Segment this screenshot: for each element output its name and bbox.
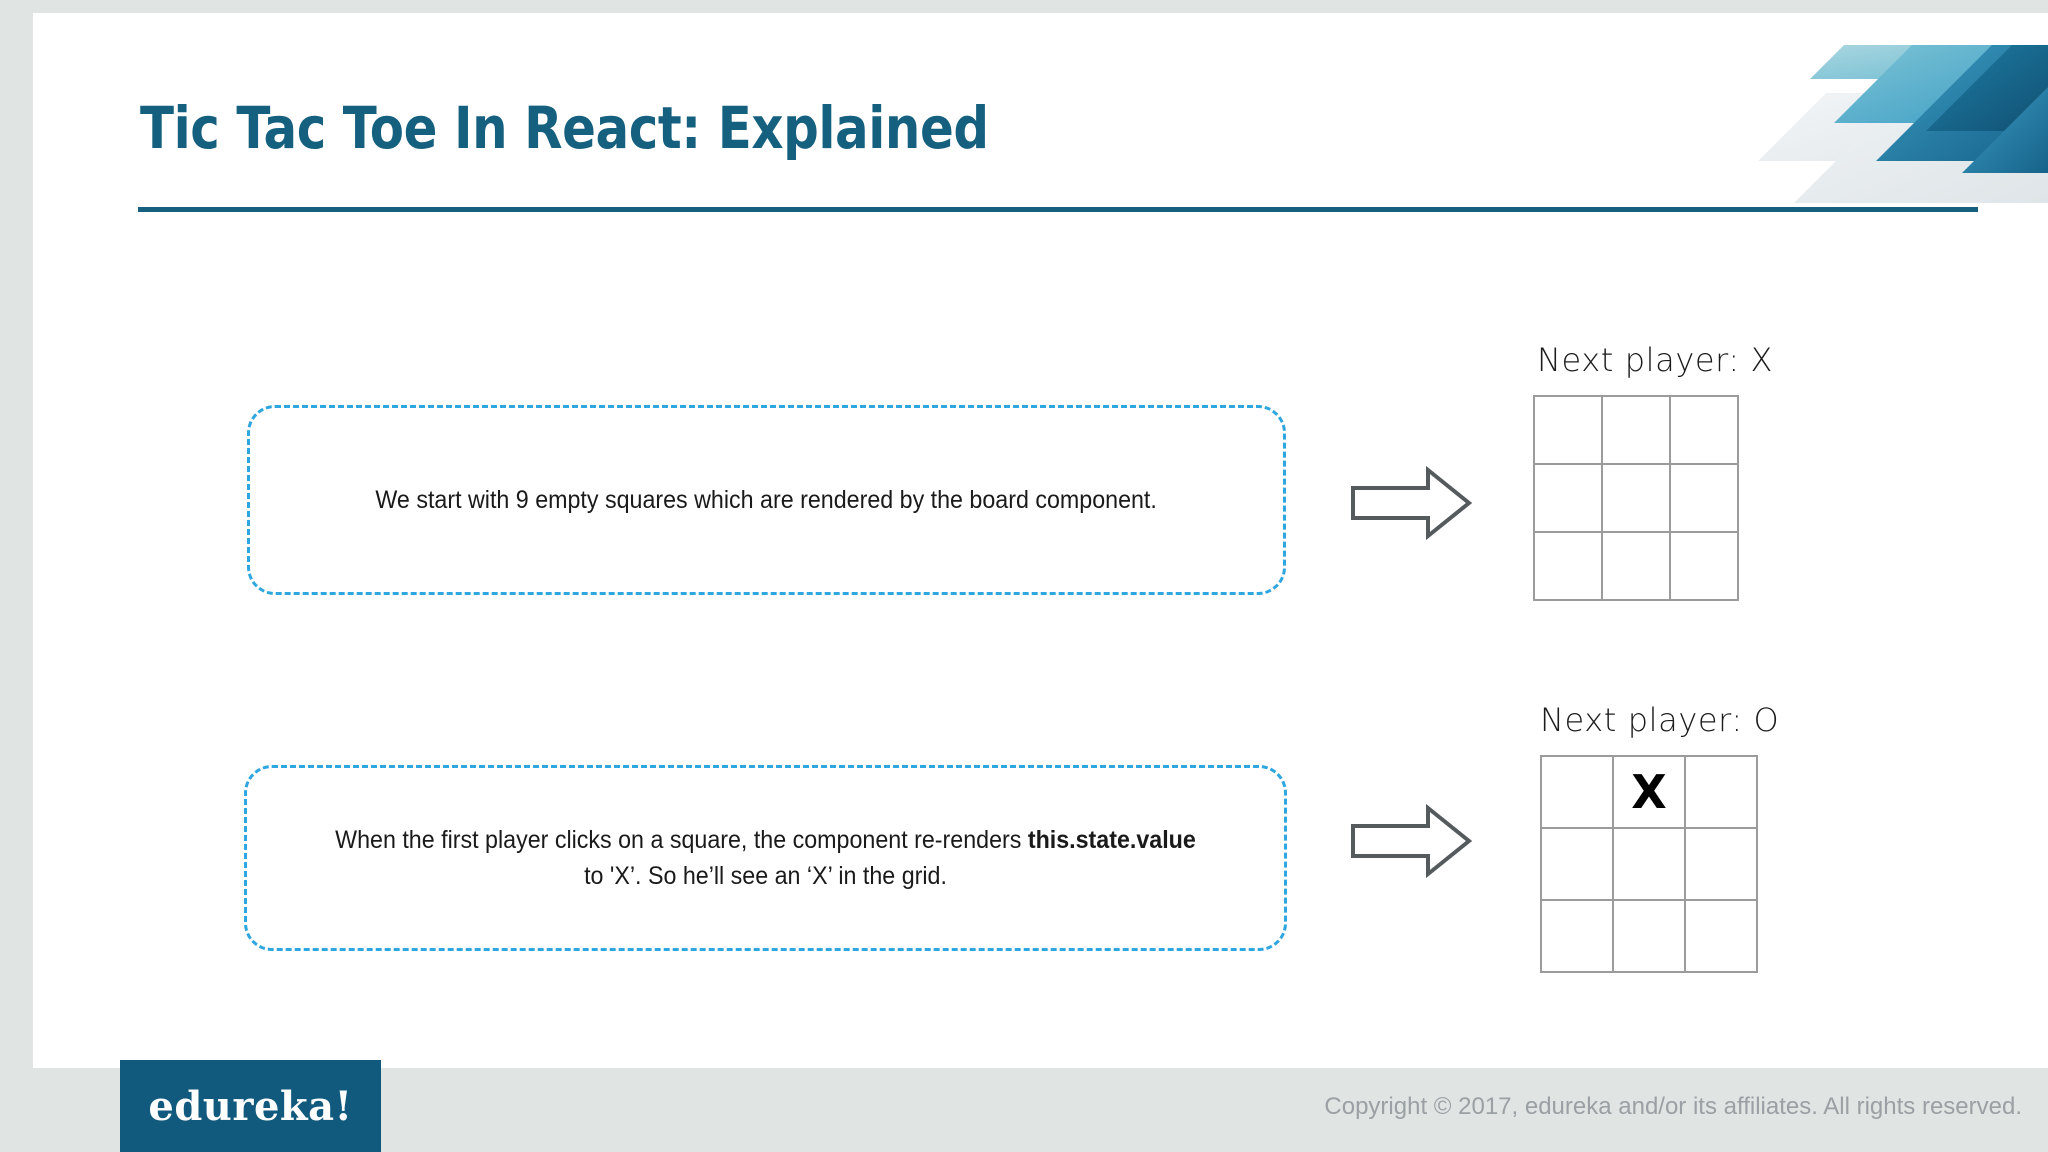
- board-cell[interactable]: [1671, 397, 1739, 465]
- board-cell[interactable]: [1686, 757, 1758, 829]
- board-cell[interactable]: [1614, 829, 1686, 901]
- copyright-text: Copyright © 2017, edureka and/or its aff…: [1324, 1093, 2022, 1120]
- callout-text-step-2-lead: When the first player clicks on a square…: [335, 825, 1028, 854]
- tic-tac-toe-board-step-2[interactable]: X: [1540, 755, 1758, 973]
- board-cell[interactable]: [1686, 829, 1758, 901]
- board-cell[interactable]: [1535, 533, 1603, 601]
- slide-content-card: Tic Tac Toe In React: Explained We start…: [33, 13, 2048, 1068]
- board-cell[interactable]: [1535, 397, 1603, 465]
- board-cell[interactable]: X: [1614, 757, 1686, 829]
- edureka-logo: edureka!: [120, 1060, 381, 1152]
- callout-text-step-2-code: this.state.value: [1027, 825, 1196, 854]
- board-cell[interactable]: [1603, 397, 1671, 465]
- corner-stripes-decoration: [1748, 13, 2048, 213]
- callout-text-step-1-part: We start with 9 empty squares which are …: [375, 485, 1158, 514]
- right-arrow-step-1: [1350, 465, 1473, 546]
- callout-text-step-2: When the first player clicks on a square…: [326, 822, 1205, 895]
- board-block-step-1: Next player: X: [1533, 341, 1773, 601]
- board-cell[interactable]: [1603, 533, 1671, 601]
- board-label-step-2: Next player: O: [1540, 701, 1780, 739]
- board-cell[interactable]: [1535, 465, 1603, 533]
- board-label-step-1: Next player: X: [1537, 341, 1774, 379]
- board-cell[interactable]: [1542, 757, 1614, 829]
- edureka-logo-text: edureka!: [148, 1082, 353, 1130]
- board-cell[interactable]: [1686, 901, 1758, 973]
- callout-box-step-1: We start with 9 empty squares which are …: [247, 405, 1286, 595]
- corner-stripes-svg: [1758, 45, 2048, 203]
- board-cell[interactable]: [1671, 465, 1739, 533]
- callout-text-step-2-tail: to 'X’. So he’ll see an ‘X’ in the grid.: [584, 862, 947, 890]
- board-cell[interactable]: [1603, 465, 1671, 533]
- board-cell[interactable]: [1542, 829, 1614, 901]
- right-arrow-icon: [1351, 803, 1473, 879]
- board-block-step-2: Next player: O X: [1540, 701, 1779, 973]
- callout-text-step-1: We start with 9 empty squares which are …: [376, 482, 1157, 518]
- right-arrow-step-2: [1350, 803, 1473, 884]
- board-cell[interactable]: [1614, 901, 1686, 973]
- title-underline-rule: [138, 207, 1978, 212]
- right-arrow-icon: [1351, 465, 1473, 541]
- board-cell[interactable]: [1542, 901, 1614, 973]
- tic-tac-toe-board-step-1[interactable]: [1533, 395, 1739, 601]
- board-cell[interactable]: [1671, 533, 1739, 601]
- page-title: Tic Tac Toe In React: Explained: [140, 94, 989, 162]
- callout-box-step-2: When the first player clicks on a square…: [244, 765, 1287, 951]
